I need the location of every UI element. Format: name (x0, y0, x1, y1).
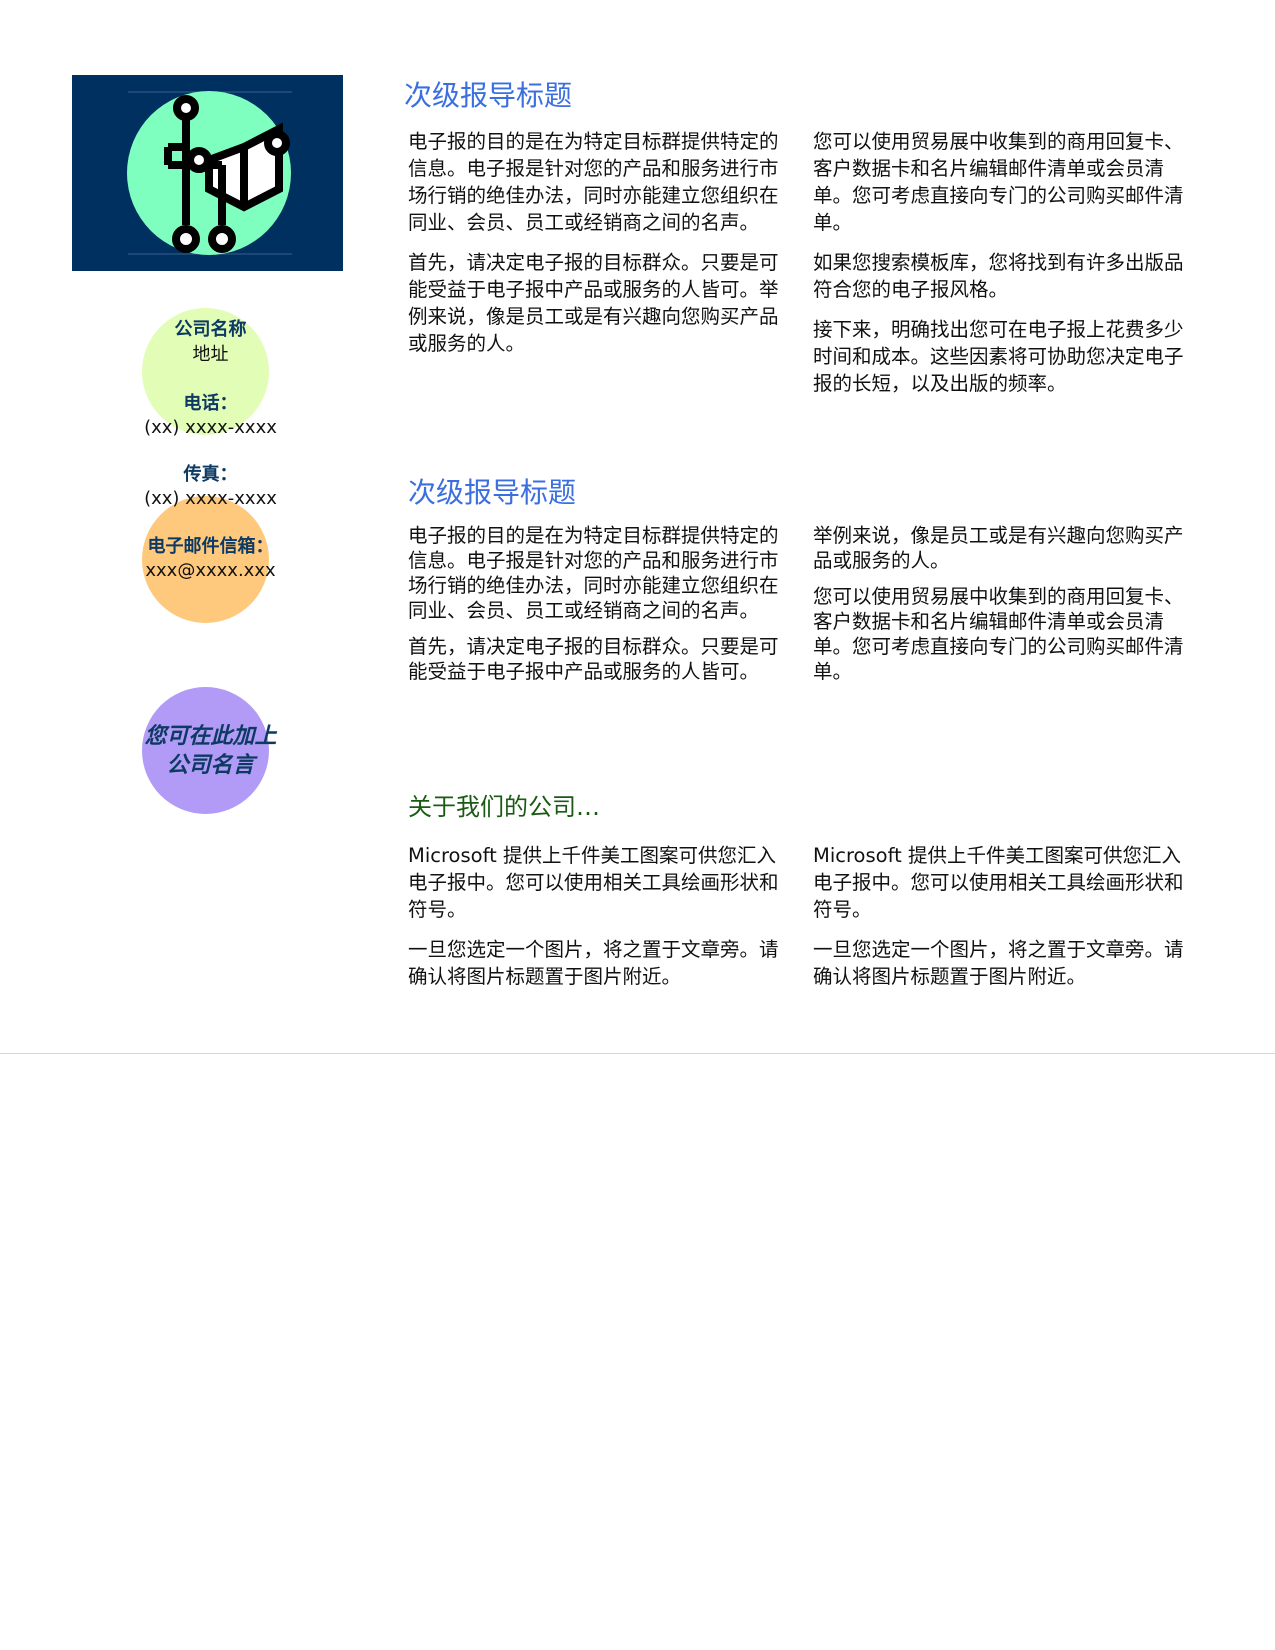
circle-decoration-orange (142, 496, 269, 623)
section-2-right-column: 举例来说，像是员工或是有兴趣向您购买产品或服务的人。 您可以使用贸易展中收集到的… (813, 523, 1199, 684)
paragraph: 电子报的目的是在为特定目标群提供特定的信息。电子报是针对您的产品和服务进行市场行… (408, 524, 779, 622)
company-logo (72, 75, 343, 271)
about-right-column: Microsoft 提供上千件美工图案可供您汇入电子报中。您可以使用相关工具绘画… (813, 842, 1199, 990)
about-company-heading: 关于我们的公司… (408, 793, 600, 821)
paragraph: Microsoft 提供上千件美工图案可供您汇入电子报中。您可以使用相关工具绘画… (408, 844, 779, 921)
email-block: 电子邮件信箱： xxx@xxxx.xxx (110, 535, 311, 583)
address-text: 地址 (192, 344, 229, 365)
paragraph: 如果您搜索模板库，您将找到有许多出版品符合您的电子报风格。 (813, 251, 1184, 301)
company-name: 公司名称 (110, 318, 311, 342)
paragraph: 举例来说，像是员工或是有兴趣向您购买产品或服务的人。 (813, 524, 1184, 572)
fax-label: 传真： (183, 464, 238, 485)
paragraph: 首先，请决定电子报的目标群众。只要是可能受益于电子报中产品或服务的人皆可。 (408, 635, 779, 683)
paragraph: 电子报的目的是在为特定目标群提供特定的信息。电子报是针对您的产品和服务进行市场行… (408, 130, 779, 234)
company-address: 地址 (110, 343, 311, 367)
paragraph: 接下来，明确找出您可在电子报上花费多少时间和成本。这些因素将可协助您决定电子报的… (813, 318, 1184, 395)
about-left-column: Microsoft 提供上千件美工图案可供您汇入电子报中。您可以使用相关工具绘画… (408, 842, 794, 990)
section-2-heading: 次级报导标题 (408, 476, 577, 509)
slogan-line-2: 公司名言 (166, 753, 255, 778)
paragraph: 一旦您选定一个图片，将之置于文章旁。请确认将图片标题置于图片附近。 (408, 938, 779, 988)
section-2-left-column: 电子报的目的是在为特定目标群提供特定的信息。电子报是针对您的产品和服务进行市场行… (408, 523, 794, 684)
section-1-right-column: 您可以使用贸易展中收集到的商用回复卡、客户数据卡和名片编辑邮件清单或会员清单。您… (813, 128, 1199, 397)
company-name-text: 公司名称 (174, 319, 247, 340)
circle-decoration-green (142, 308, 269, 435)
phone-number: (xx) xxxx-xxxx (144, 417, 277, 438)
section-1-left-column: 电子报的目的是在为特定目标群提供特定的信息。电子报是针对您的产品和服务进行市场行… (408, 128, 794, 357)
page-divider (0, 1053, 1275, 1054)
paragraph: 一旦您选定一个图片，将之置于文章旁。请确认将图片标题置于图片附近。 (813, 938, 1184, 988)
circuit-map-icon (127, 91, 292, 255)
fax-number: (xx) xxxx-xxxx (144, 488, 277, 509)
phone-label: 电话： (183, 393, 238, 414)
phone-block: 电话： (xx) xxxx-xxxx (110, 392, 311, 440)
section-1-heading: 次级报导标题 (404, 79, 573, 112)
circle-decoration-purple (142, 687, 269, 814)
slogan-line-1: 您可在此加上 (144, 724, 277, 749)
company-slogan: 您可在此加上 公司名言 (110, 722, 311, 780)
email-address: xxx@xxxx.xxx (145, 560, 276, 581)
paragraph: Microsoft 提供上千件美工图案可供您汇入电子报中。您可以使用相关工具绘画… (813, 844, 1184, 921)
paragraph: 您可以使用贸易展中收集到的商用回复卡、客户数据卡和名片编辑邮件清单或会员清单。您… (813, 130, 1184, 234)
fax-block: 传真： (xx) xxxx-xxxx (110, 463, 311, 511)
email-label: 电子邮件信箱： (147, 536, 274, 557)
paragraph: 您可以使用贸易展中收集到的商用回复卡、客户数据卡和名片编辑邮件清单或会员清单。您… (813, 585, 1184, 683)
paragraph: 首先，请决定电子报的目标群众。只要是可能受益于电子报中产品或服务的人皆可。举例来… (408, 251, 779, 355)
